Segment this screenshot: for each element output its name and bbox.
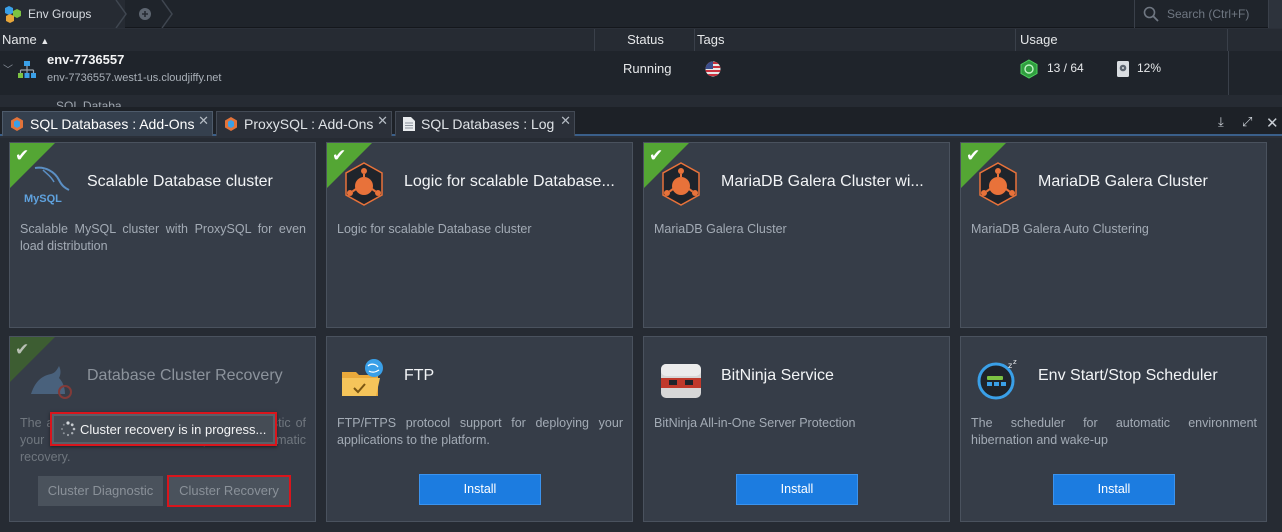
node-row-label: SQL Databa — [56, 99, 122, 107]
breadcrumb-separator-icon — [161, 0, 173, 28]
addons-icon — [225, 117, 237, 131]
search-box[interactable]: Search (Ctrl+F) — [1134, 0, 1260, 28]
cloudlets-icon — [1020, 59, 1038, 79]
ftp-folder-icon — [342, 359, 383, 396]
bitninja-logo-icon — [661, 364, 701, 398]
addon-title: FTP — [404, 367, 435, 384]
addon-description: The scheduler for automatic environment … — [971, 416, 1257, 447]
addons-grid: MySQL ✔ Scalable Database cluster Scalab… — [0, 138, 1282, 532]
addon-card-ftp[interactable]: FTP FTP/FTPS protocol support for deploy… — [326, 336, 633, 522]
expand-chevron-icon[interactable]: ﹀ — [3, 65, 13, 76]
top-bar-edge-button[interactable] — [1268, 0, 1282, 28]
addon-card-scalable-db[interactable]: MySQL ✔ Scalable Database cluster Scalab… — [9, 142, 316, 328]
checkmark-icon: ✔ — [15, 340, 30, 359]
column-name[interactable]: Name ▲ — [0, 29, 595, 51]
addon-card-mariadb-galera-wi[interactable]: ✔ MariaDB Galera Cluster wi... MariaDB G… — [643, 142, 950, 328]
spinner-icon — [61, 421, 76, 437]
addon-description: Scalable MySQL cluster with ProxySQL for… — [20, 222, 306, 253]
environment-topology-icon — [18, 61, 36, 78]
checkmark-icon: ✔ — [649, 146, 664, 165]
checkmark-icon: ✔ — [15, 146, 30, 165]
column-status[interactable]: Status — [595, 29, 695, 51]
checkmark-icon: ✔ — [966, 146, 981, 165]
addon-card-logic-scalable-db[interactable]: ✔ Logic for scalable Database... Logic f… — [326, 142, 633, 328]
addon-title: MariaDB Galera Cluster wi... — [721, 173, 924, 190]
env-groups-breadcrumb[interactable]: Env Groups — [0, 0, 125, 28]
addons-icon — [11, 117, 23, 131]
close-tab-icon[interactable]: ✕ — [198, 113, 209, 128]
addon-description: Logic for scalable Database cluster — [337, 222, 532, 236]
install-button[interactable]: Install — [736, 474, 858, 505]
addon-description: MariaDB Galera Auto Clustering — [971, 222, 1149, 236]
mysql-logo-text: MySQL — [24, 193, 62, 205]
download-icon[interactable]: ⤓ — [1218, 114, 1224, 129]
addon-description: FTP/FTPS protocol support for deploying … — [337, 416, 623, 447]
installed-ribbon — [961, 143, 1006, 188]
svg-text:z: z — [1008, 361, 1012, 370]
column-tags[interactable]: Tags — [695, 29, 1016, 51]
installed-ribbon — [327, 143, 372, 188]
env-url[interactable]: env-7736557.west1-us.cloudjiffy.net — [47, 72, 222, 84]
close-tab-icon[interactable]: ✕ — [560, 113, 571, 128]
recovery-progress-popup: Cluster recovery is in progress... — [50, 412, 277, 446]
close-tab-icon[interactable]: ✕ — [377, 113, 388, 128]
add-group-button[interactable] — [138, 0, 152, 28]
env-groups-icon — [5, 6, 21, 23]
addon-title: Scalable Database cluster — [87, 173, 273, 190]
close-panel-icon[interactable]: ✕ — [1266, 115, 1279, 132]
addon-description: MariaDB Galera Cluster — [654, 222, 787, 236]
env-table-header: Name ▲ Status Tags Usage — [0, 29, 1282, 51]
installed-ribbon — [10, 337, 55, 382]
checkmark-icon: ✔ — [332, 146, 347, 165]
env-groups-label: Env Groups — [28, 7, 92, 21]
addon-title: Env Start/Stop Scheduler — [1038, 367, 1218, 384]
addon-title: MariaDB Galera Cluster — [1038, 173, 1208, 190]
tab-sql-databases-addons[interactable]: SQL Databases : Add-Ons ✕ — [2, 111, 213, 136]
search-placeholder: Search (Ctrl+F) — [1167, 7, 1250, 21]
addon-description: BitNinja All-in-One Server Protection — [654, 416, 856, 430]
cloudlets-usage: 13 / 64 — [1047, 61, 1084, 75]
document-icon — [403, 117, 415, 131]
plus-circle-icon — [139, 8, 151, 20]
node-row[interactable]: SQL Databa — [0, 95, 1282, 107]
us-flag-icon — [705, 61, 721, 77]
tab-sql-databases-log[interactable]: SQL Databases : Log ✕ — [395, 111, 575, 136]
cluster-diagnostic-button[interactable]: Cluster Diagnostic — [38, 476, 163, 506]
sort-asc-icon: ▲ — [40, 36, 50, 46]
addon-title: BitNinja Service — [721, 367, 834, 384]
install-button[interactable]: Install — [419, 474, 541, 505]
installed-ribbon — [10, 143, 55, 188]
addon-card-bitninja[interactable]: BitNinja Service BitNinja All-in-One Ser… — [643, 336, 950, 522]
breadcrumb-separator-icon — [115, 0, 127, 28]
maximize-icon[interactable]: ⤢ — [1242, 114, 1253, 129]
env-row[interactable]: ﹀ env-7736557 env-7736557.west1-us.cloud… — [0, 51, 1282, 95]
row-divider — [1228, 51, 1229, 95]
tab-proxysql-addons[interactable]: ProxySQL : Add-Ons ✕ — [216, 111, 392, 136]
env-name[interactable]: env-7736557 — [47, 52, 125, 67]
tab-bar: SQL Databases : Add-Ons ✕ ProxySQL : Add… — [0, 107, 1282, 136]
addon-card-mariadb-galera[interactable]: ✔ MariaDB Galera Cluster MariaDB Galera … — [960, 142, 1267, 328]
top-bar: Env Groups Search (Ctrl+F) — [0, 0, 1282, 28]
search-icon — [1143, 6, 1159, 22]
install-button[interactable]: Install — [1053, 474, 1175, 505]
column-usage[interactable]: Usage — [1016, 29, 1228, 51]
scheduler-logo-icon: z z — [977, 358, 1017, 400]
cluster-recovery-button[interactable]: Cluster Recovery — [167, 475, 291, 507]
svg-text:z: z — [1013, 358, 1017, 366]
disk-icon — [1117, 61, 1129, 77]
env-status: Running — [623, 61, 672, 76]
addon-card-db-cluster-recovery[interactable]: ✔ Database Cluster Recovery The add-on p… — [9, 336, 316, 522]
disk-usage: 12% — [1137, 61, 1162, 75]
installed-ribbon — [644, 143, 689, 188]
progress-message: Cluster recovery is in progress... — [80, 421, 267, 437]
addon-card-env-scheduler[interactable]: z z Env Start/Stop Scheduler The schedul… — [960, 336, 1267, 522]
addon-title: Logic for scalable Database... — [404, 173, 615, 190]
addon-title: Database Cluster Recovery — [87, 367, 283, 384]
